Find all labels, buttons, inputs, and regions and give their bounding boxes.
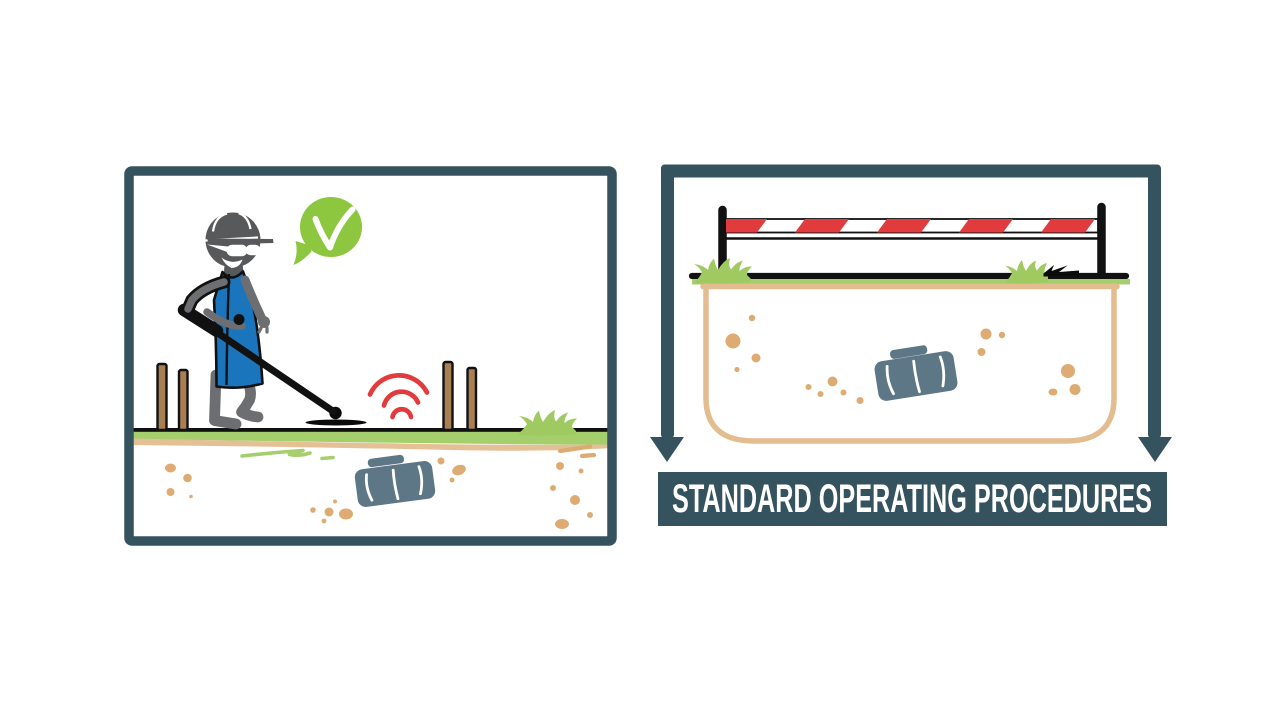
svg-text:STANDARD OPERATING PROCEDURES: STANDARD OPERATING PROCEDURES [672, 477, 1152, 521]
